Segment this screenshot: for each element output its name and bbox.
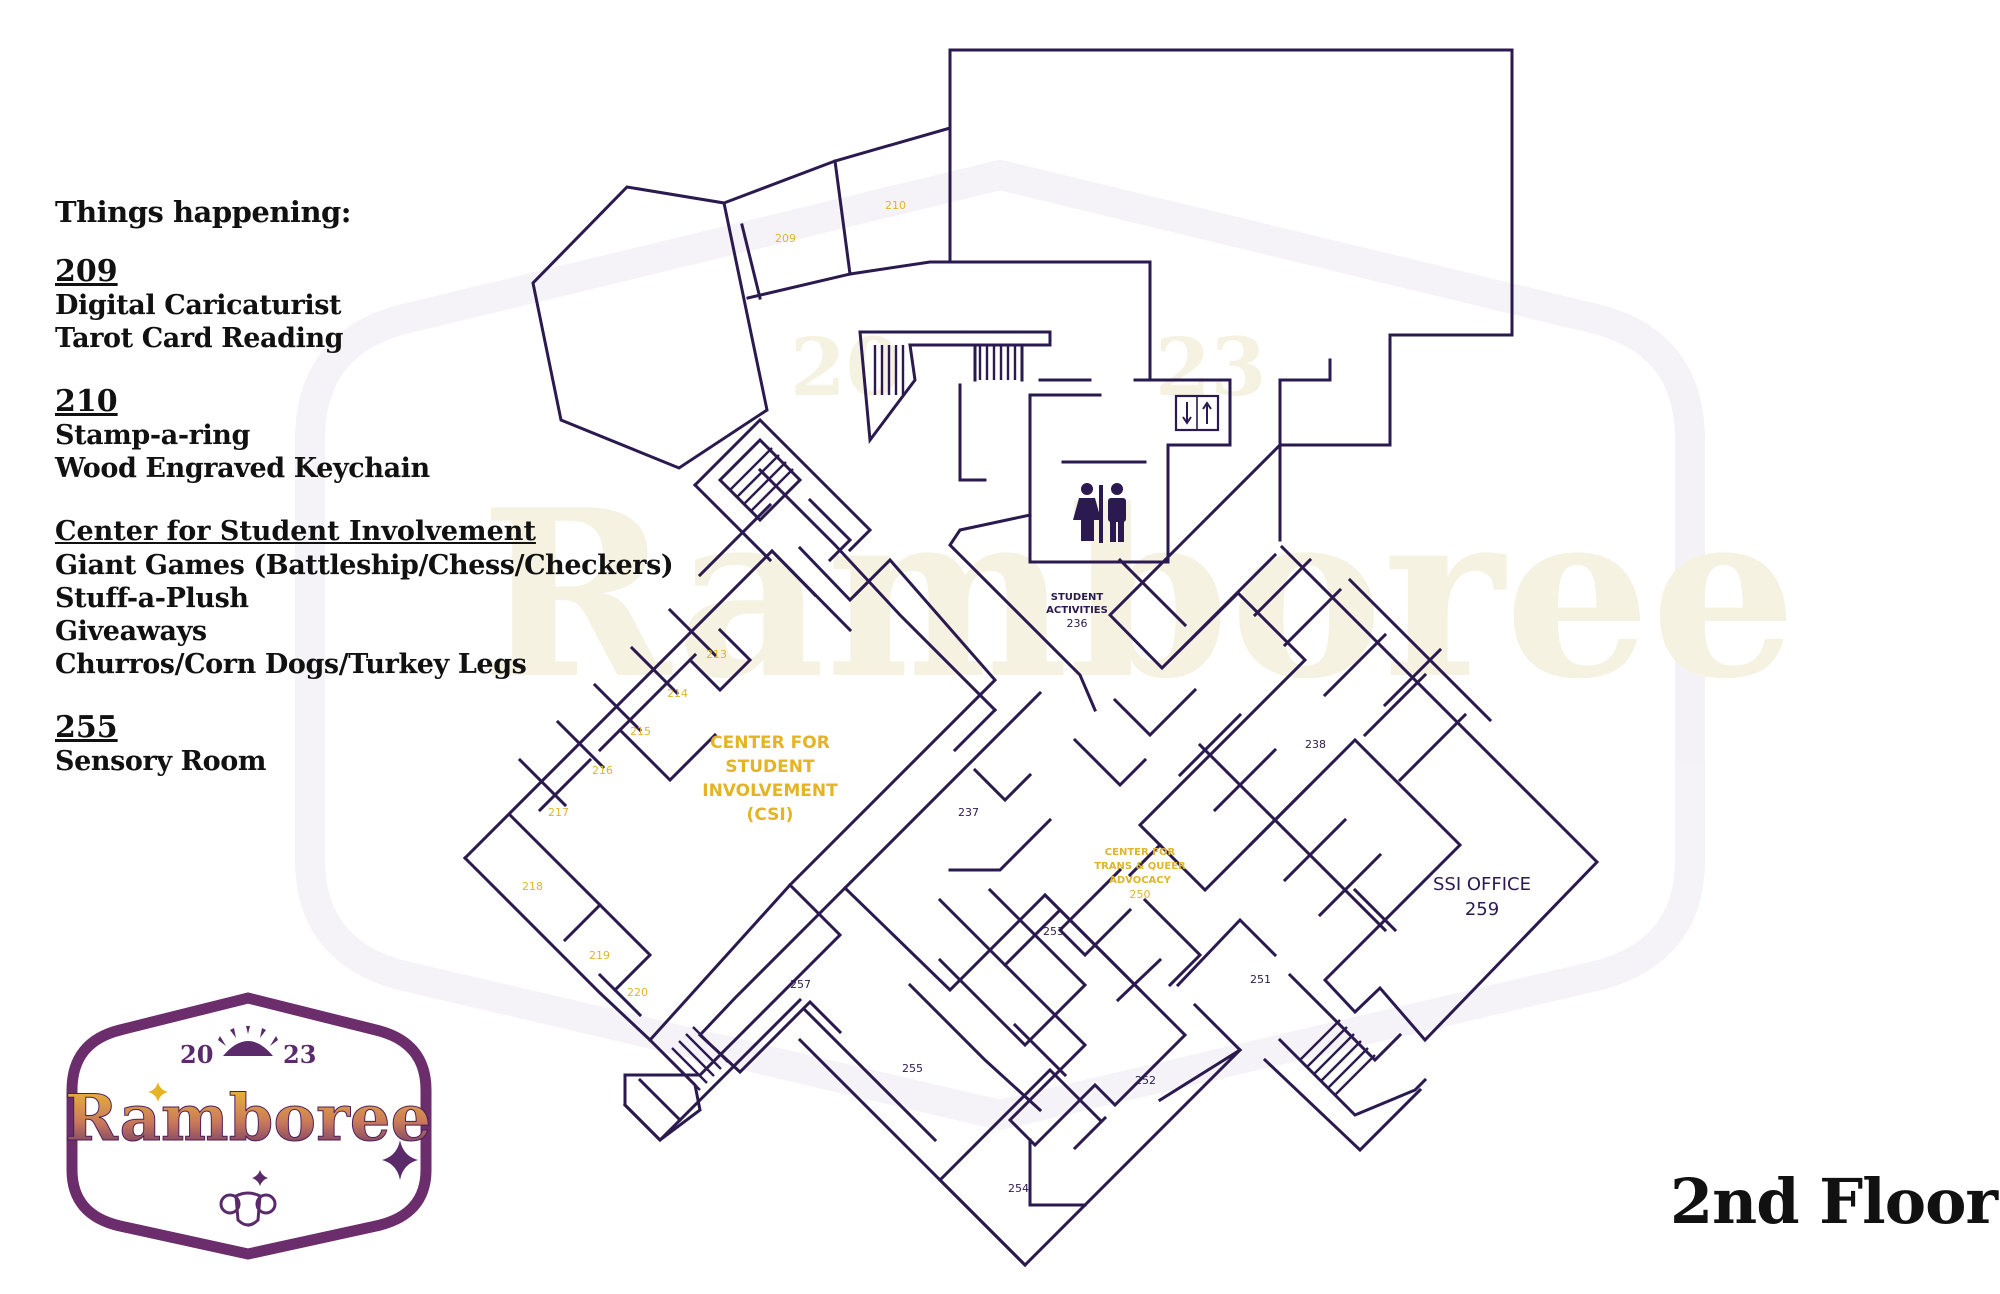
student-activities-line1: STUDENT: [1051, 592, 1104, 603]
events-list: Things happening: 209 Digital Caricaturi…: [55, 195, 675, 808]
watermark-year-right: 23: [1155, 320, 1266, 414]
event-group-heading: 255: [55, 710, 118, 745]
event-item: Stuff-a-Plush: [55, 583, 249, 614]
elevator-icon: [1174, 394, 1220, 432]
ctqa-label-line3: ADVOCACY: [1109, 875, 1172, 886]
room-237-label: 237: [958, 806, 979, 819]
event-item: Stamp-a-ring: [55, 420, 251, 451]
event-item: Giveaways: [55, 616, 207, 647]
logo-name: Ramboree: [65, 1081, 431, 1156]
room-251-label: 251: [1250, 973, 1271, 986]
csi-label-line2: STUDENT: [725, 757, 815, 777]
room-217-label: 217: [548, 806, 569, 819]
event-group-255: 255 Sensory Room: [55, 711, 675, 778]
floor-label: 2nd Floor: [1670, 1165, 1998, 1238]
room-250-label: 250: [1130, 888, 1151, 901]
event-item: Sensory Room: [55, 746, 267, 777]
room-259-label: 259: [1465, 899, 1499, 920]
watermark-year-left: 20: [790, 320, 901, 414]
event-item: Tarot Card Reading: [55, 323, 344, 354]
logo-year-right: 23: [283, 1040, 316, 1069]
room-253-label: 253: [1043, 925, 1064, 938]
event-group-210: 210 Stamp-a-ring Wood Engraved Keychain: [55, 385, 675, 485]
event-group-heading: Center for Student Involvement: [55, 516, 536, 547]
large-hall: [948, 48, 1514, 447]
rooms-238-259: [1107, 441, 1600, 1043]
room-238-label: 238: [1305, 738, 1326, 751]
stairs-west: [692, 417, 873, 603]
ctqa-label-line2: TRANS & QUEER: [1094, 861, 1186, 872]
room-220-label: 220: [627, 986, 648, 999]
event-group-heading: 210: [55, 384, 118, 419]
stairs-southeast: [1262, 1019, 1428, 1153]
room-219-label: 219: [589, 949, 610, 962]
restroom-icon: [1073, 483, 1126, 543]
room-254-label: 254: [1008, 1182, 1029, 1195]
events-title: Things happening:: [55, 195, 352, 229]
sparkle-icon: [382, 1140, 418, 1180]
csi-label-line3: INVOLVEMENT: [702, 781, 838, 801]
room-257-label: 257: [790, 978, 811, 991]
sparkle-icon: [252, 1170, 268, 1186]
sparkle-icon: [148, 1082, 168, 1102]
event-group-209: 209 Digital Caricaturist Tarot Card Read…: [55, 255, 675, 355]
room-209-label: 209: [775, 232, 796, 245]
event-group-heading: 209: [55, 254, 118, 289]
student-activities-line2: ACTIVITIES: [1046, 605, 1108, 616]
lower-wing: [697, 885, 1403, 1268]
room-236-label: 236: [1067, 617, 1088, 630]
csi-label-line4: (CSI): [747, 805, 794, 825]
room-215-label: 215: [630, 725, 651, 738]
room-216-label: 216: [592, 764, 613, 777]
sunburst-icon: [218, 1026, 278, 1056]
ram-head-icon: [219, 1191, 277, 1227]
room-214-label: 214: [667, 687, 688, 700]
room-218-label: 218: [522, 880, 543, 893]
logo-year-left: 20: [180, 1040, 213, 1069]
room-255-label: 255: [902, 1062, 923, 1075]
csi-wing: [462, 548, 998, 1143]
ramboree-logo: 20 23 Ramboree: [64, 992, 432, 1260]
event-item: Digital Caricaturist: [55, 290, 342, 321]
ctqa-label-line1: CENTER FOR: [1105, 847, 1176, 858]
csi-label-line1: CENTER FOR: [710, 733, 830, 753]
event-item: Giant Games (Battleship/Chess/Checkers): [55, 550, 674, 581]
event-item: Wood Engraved Keychain: [55, 453, 430, 484]
event-item: Churros/Corn Dogs/Turkey Legs: [55, 649, 527, 680]
room-252-label: 252: [1135, 1074, 1156, 1087]
central-wing: [697, 467, 1203, 1148]
stairs-southwest: [622, 1026, 729, 1142]
watermark-name: Ramboree: [480, 460, 1797, 730]
ssi-office-label: SSI OFFICE: [1433, 874, 1531, 895]
watermark: 20 23 Ramboree: [295, 159, 1797, 1131]
stairs-north: [858, 330, 1152, 445]
room-213-label: 213: [706, 648, 727, 661]
event-group-csi: Center for Student Involvement Giant Gam…: [55, 515, 675, 681]
room-210-label: 210: [885, 199, 906, 212]
